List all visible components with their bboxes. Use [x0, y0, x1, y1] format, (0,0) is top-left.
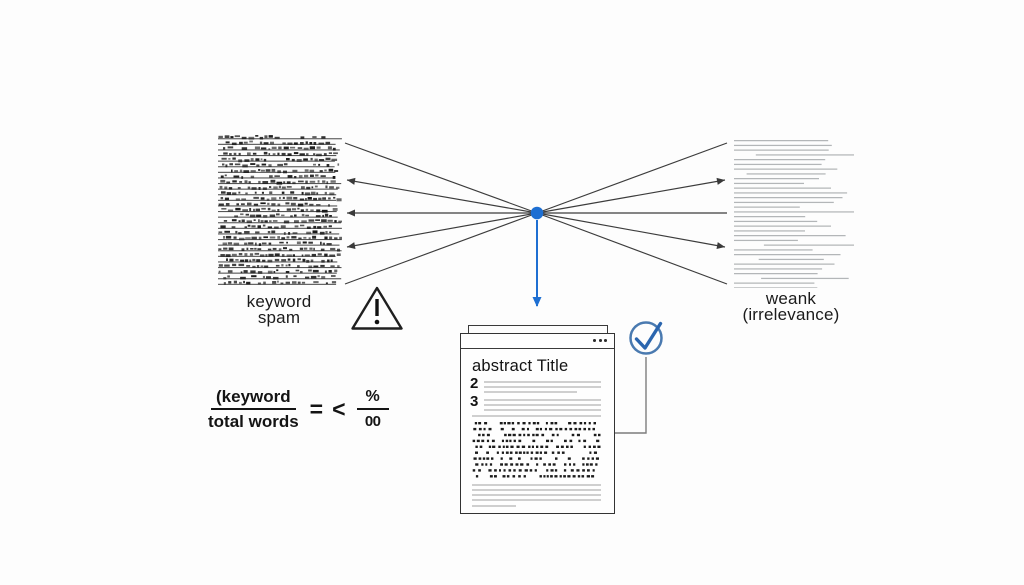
- document-ruled-lines: [472, 381, 601, 507]
- document-dotted-paragraph: [472, 422, 601, 478]
- document-item-number-2: 2: [470, 375, 479, 392]
- spam-text-block: [218, 134, 342, 287]
- keyword-ratio-formula: (keyword total words = < % 00: [208, 387, 389, 431]
- fan-line-left-4: [346, 212, 538, 250]
- equals-sign: =: [309, 396, 324, 422]
- fan-line-left-2: [346, 177, 538, 214]
- weak-label-line2: (irrelevance): [742, 305, 840, 324]
- keyword-fraction: (keyword total words: [208, 387, 299, 431]
- spam-label: keyword spam: [214, 292, 344, 327]
- fan-line-right-4: [536, 212, 726, 250]
- weak-label-line1: weank: [765, 289, 817, 308]
- fan-line-right-2: [536, 177, 726, 214]
- weak-label: weank (irrelevance): [726, 289, 856, 324]
- connector-elbow: [614, 357, 647, 434]
- faded-text-block: [734, 138, 854, 288]
- spam-label-line2: spam: [257, 308, 301, 327]
- fan-line-right-1: [536, 142, 728, 214]
- document-item-number-3: 3: [470, 393, 479, 410]
- rate-numerator: %: [356, 387, 389, 410]
- document-title: abstract Title: [472, 357, 569, 375]
- faded-text-texture: [734, 140, 854, 288]
- window-menu-dots-icon: [593, 339, 607, 342]
- abstract-document: abstract Title 2 3: [460, 333, 615, 514]
- titlebar-divider: [461, 348, 614, 350]
- rate-denominator: 00: [364, 413, 381, 430]
- fraction-denominator: total words: [208, 412, 299, 431]
- fan-line-left-1: [344, 142, 538, 214]
- spam-text-texture: [218, 135, 342, 285]
- spam-label-line1: keyword: [246, 292, 312, 311]
- fan-line-right-5: [536, 212, 728, 285]
- fan-lines-left: [344, 142, 538, 285]
- warning-icon: [351, 286, 403, 330]
- fan-line-left-5: [344, 212, 538, 285]
- less-than-sign: <: [332, 396, 346, 422]
- check-circle-icon: [629, 321, 663, 355]
- fan-lines-right: [536, 142, 728, 285]
- hub-dot-icon: [530, 206, 544, 220]
- percent-fraction: % 00: [356, 387, 389, 431]
- fraction-numerator: (keyword: [211, 387, 296, 410]
